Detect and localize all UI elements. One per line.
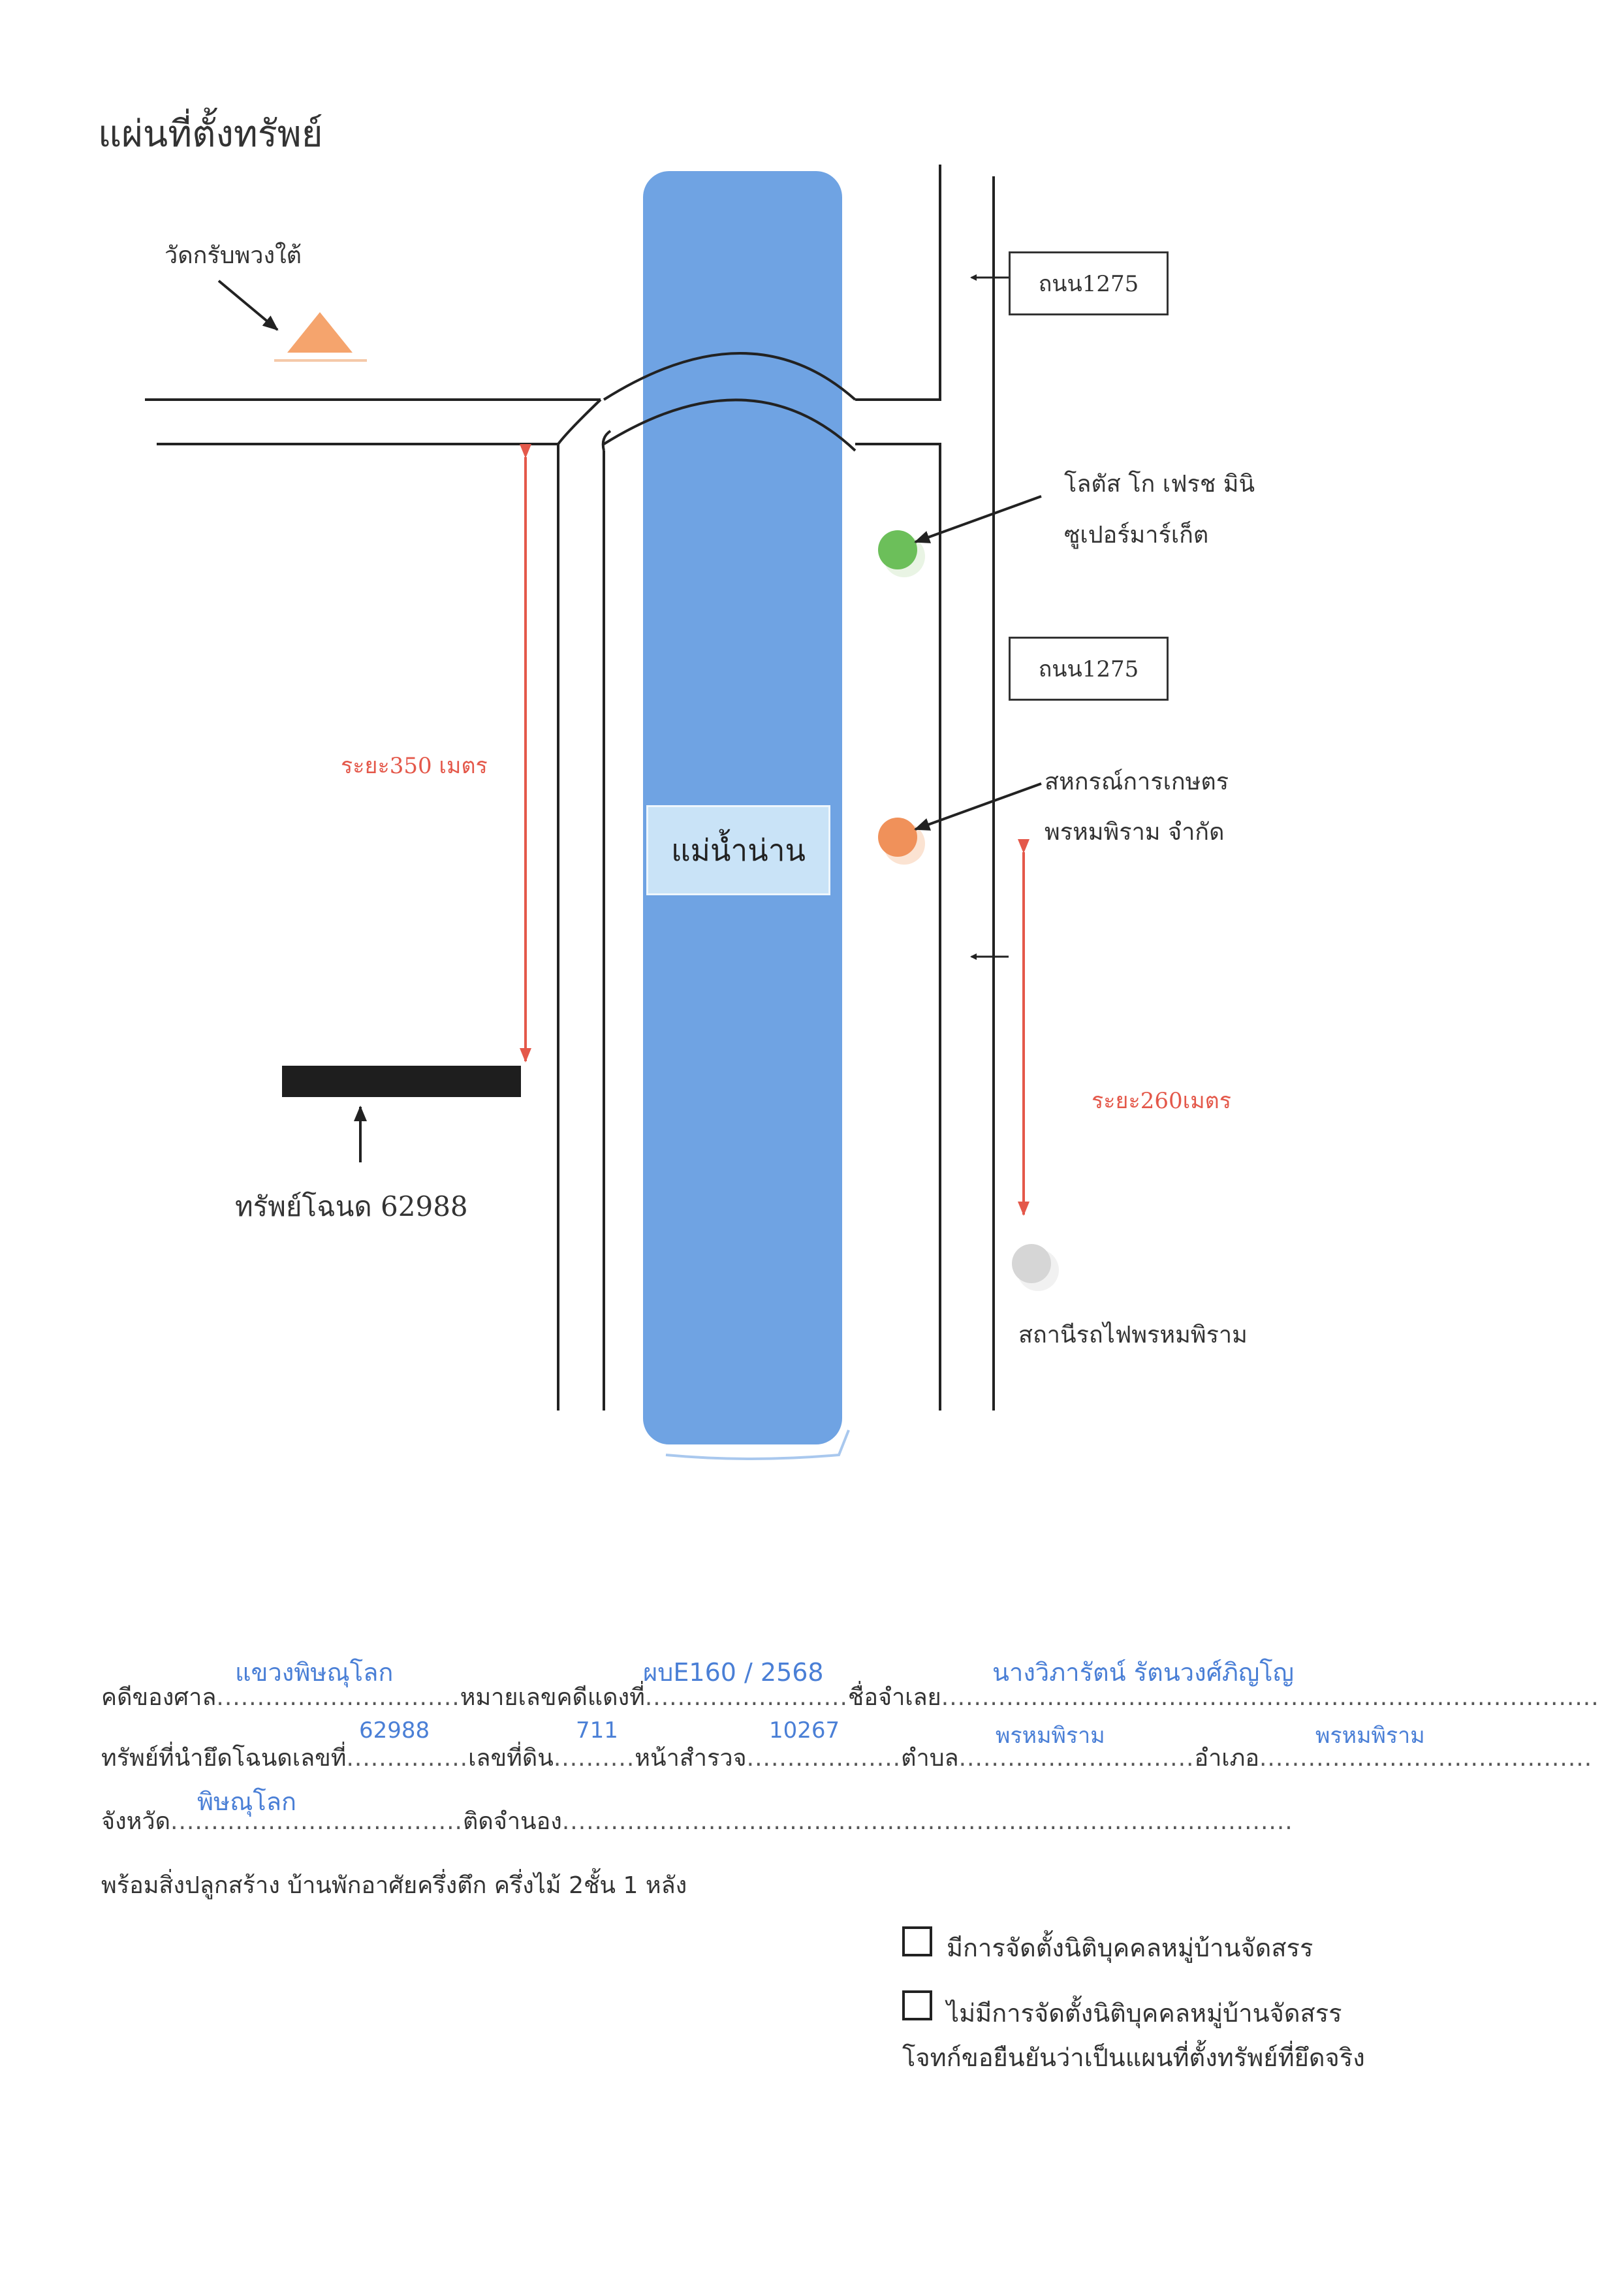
distance-right-label: ระยะ260เมตร — [1092, 1088, 1231, 1114]
coop-label-line1: สหกรณ์การเกษตร — [1045, 769, 1229, 795]
coop-circle-icon — [878, 818, 917, 857]
survey-value: 10267 — [769, 1717, 840, 1744]
road-top-left-lower — [157, 443, 559, 1411]
defendant-value: นางวิภารัตน์ รัตนวงศ์ภิญโญ — [992, 1658, 1295, 1687]
property-bar — [282, 1066, 521, 1097]
court-value: แขวงพิษณุโลก — [235, 1658, 394, 1687]
province-value: พิษณุโลก — [197, 1787, 297, 1816]
form-line-1: คดีของศาล..............................ห… — [101, 1684, 1599, 1711]
distance-left-label: ระยะ350 เมตร — [341, 753, 488, 779]
page-title: แผ่นที่ตั้งทรัพย์ — [98, 113, 323, 155]
temple-triangle-icon — [287, 312, 353, 353]
certify-text: โจทก์ขอยืนยันว่าเป็นแผนที่ตั้งทรัพย์ที่ย… — [902, 2043, 1365, 2072]
coop-label-line2: พรหมพิราม จำกัด — [1045, 819, 1225, 846]
case-label: หมายเลขคดีแดงที่ — [460, 1684, 645, 1711]
river-edge — [665, 1429, 850, 1460]
temple-arrow — [217, 279, 279, 331]
road-curve-left — [557, 398, 602, 445]
mortgage-label: ติดจำนอง — [462, 1808, 562, 1835]
deed-label: ทรัพย์ที่นำยึดโฉนดเลขที่ — [101, 1745, 347, 1772]
defendant-label: ชื่อจำเลย — [847, 1684, 941, 1711]
form-line-3: จังหวัด.................................… — [101, 1808, 1293, 1835]
landno-value: 711 — [576, 1717, 618, 1744]
survey-label: หน้าสำรวจ — [635, 1745, 747, 1772]
river-label: แม่น้ำน่าน — [646, 805, 830, 895]
subdistrict-value: พรหมพิราม — [996, 1723, 1105, 1749]
deed-value: 62988 — [359, 1717, 430, 1744]
station-label: สถานีรถไฟพรหมพิราม — [1018, 1322, 1248, 1348]
road-right-top — [855, 165, 941, 401]
road-label-1: ถนน1275 — [1009, 251, 1169, 315]
road-curve-left2 — [601, 430, 612, 451]
form-line-2: ทรัพย์ที่นำยึดโฉนดเลขที่...............เ… — [101, 1745, 1593, 1772]
property-label: ทรัพย์โฉนด 62988 — [235, 1190, 468, 1222]
province-label: จังหวัด — [101, 1808, 170, 1835]
station-circle-icon — [1012, 1244, 1051, 1283]
lotus-arrow — [914, 495, 1042, 543]
option2-label: ไม่มีการจัดตั้งนิติบุคคลหมู่บ้านจัดสรร — [947, 1999, 1342, 2028]
lotus-circle-icon — [878, 530, 917, 569]
bridge-arc-upper — [603, 352, 857, 401]
bridge-arc-lower — [603, 398, 857, 452]
lotus-label-line1: โลตัส โก เฟรช มินิ — [1064, 471, 1255, 498]
subdistrict-label: ตำบล — [901, 1745, 959, 1772]
building-text: พร้อมสิ่งปลูกสร้าง บ้านพักอาศัยครึ่งตึก … — [101, 1872, 687, 1899]
coop-arrow — [914, 782, 1042, 831]
option2-checkbox[interactable] — [902, 1990, 932, 2020]
temple-label: วัดกรับพวงใต้ — [165, 242, 302, 269]
lotus-label-line2: ซูเปอร์มาร์เก็ต — [1064, 522, 1209, 549]
road-right-mid — [855, 443, 941, 1411]
district-label: อำเภอ — [1194, 1745, 1259, 1772]
option1-checkbox[interactable] — [902, 1926, 932, 1956]
district-value: พรหมพิราม — [1315, 1723, 1425, 1749]
case-value: ผบE160 / 2568 — [643, 1658, 824, 1687]
court-label: คดีของศาล — [101, 1684, 217, 1711]
road-label-2: ถนน1275 — [1009, 637, 1169, 701]
option1-label: มีการจัดตั้งนิติบุคคลหมู่บ้านจัดสรร — [947, 1934, 1313, 1962]
landno-label: เลขที่ดิน — [468, 1745, 554, 1772]
